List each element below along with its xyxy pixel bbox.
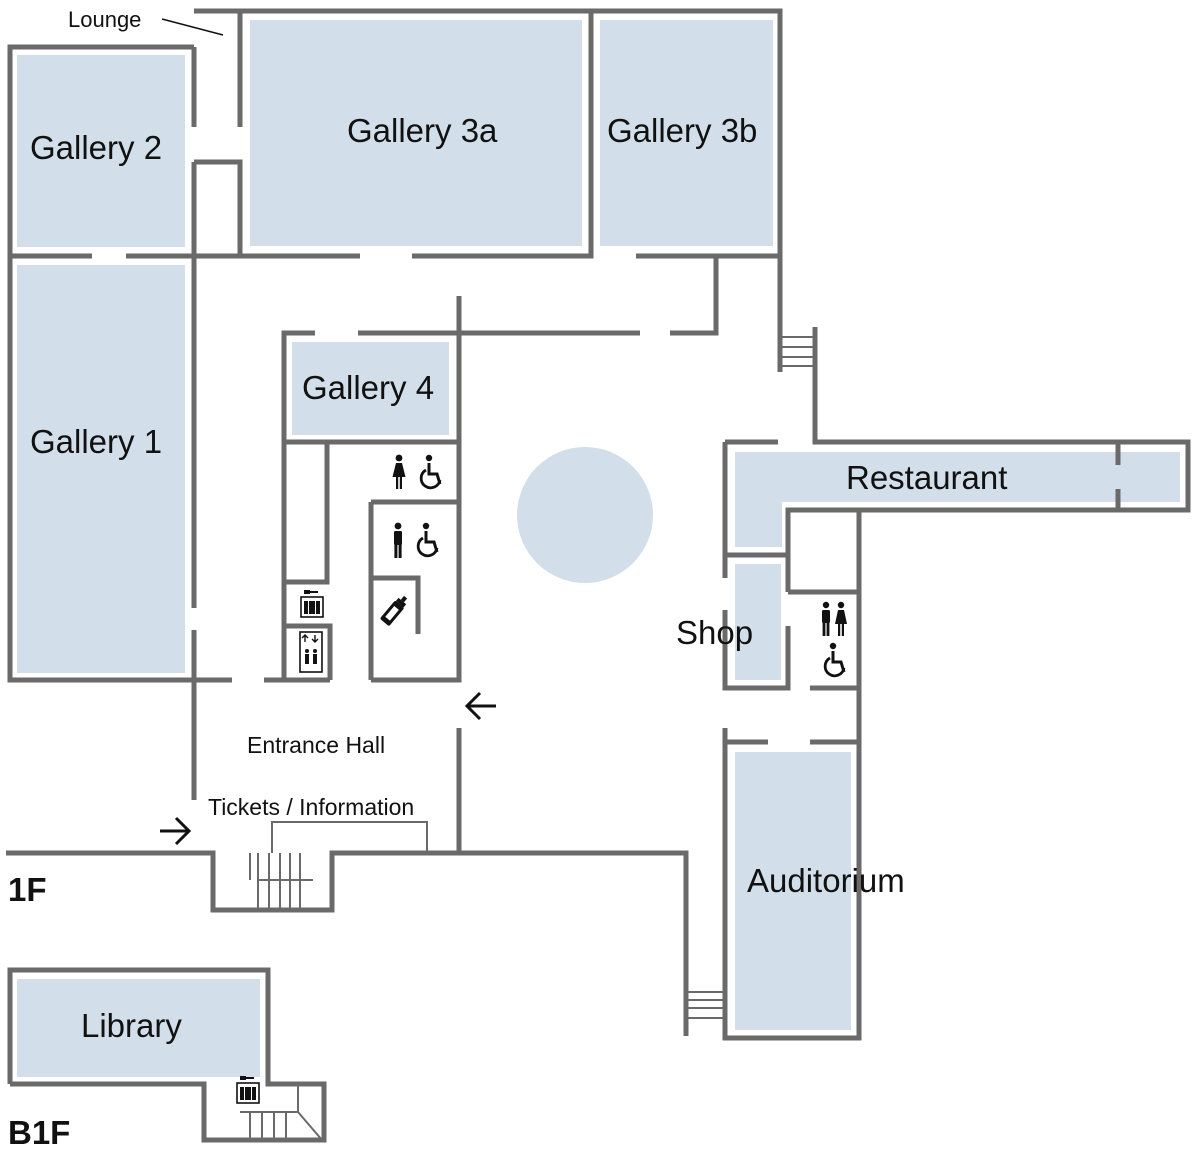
man-icon[interactable] — [394, 522, 402, 558]
wheelchair-icon[interactable] — [823, 642, 846, 678]
floor-label-1f: 1F — [8, 871, 47, 908]
courtyard-circle — [517, 447, 653, 583]
gallery-3a-area[interactable] — [250, 20, 582, 246]
stairs-entrance — [249, 853, 313, 910]
arrow-right-icon[interactable] — [160, 816, 192, 846]
icons — [160, 454, 847, 1104]
arrow-left-icon[interactable] — [464, 691, 496, 721]
gallery-3b-area[interactable] — [600, 20, 773, 246]
gallery-2-area[interactable] — [17, 55, 185, 247]
library-area[interactable] — [17, 979, 260, 1077]
locker-icon[interactable] — [300, 590, 324, 618]
baby-bottle-icon[interactable] — [380, 593, 410, 626]
stairs-b1f — [240, 1084, 323, 1141]
walls-1f — [6, 8, 1191, 1041]
stairs-lower — [686, 991, 725, 1019]
auditorium-area[interactable] — [735, 752, 851, 1030]
wheelchair-icon[interactable] — [416, 522, 439, 558]
room-label-gallery-3a[interactable]: Gallery 3a — [347, 112, 498, 149]
room-label-gallery-1[interactable]: Gallery 1 — [30, 423, 162, 460]
room-label-library[interactable]: Library — [81, 1007, 182, 1044]
walls-b1f — [7, 967, 327, 1143]
room-label-auditorium[interactable]: Auditorium — [747, 862, 905, 899]
elevator-icon[interactable] — [299, 631, 323, 673]
stairs-and-desk — [249, 336, 815, 1019]
wheelchair-icon[interactable] — [419, 454, 442, 490]
lounge-leader-line — [161, 18, 224, 36]
stairs-upper — [782, 336, 815, 367]
gallery-1-area[interactable] — [17, 265, 185, 673]
room-label-entrance-hall: Entrance Hall — [247, 732, 385, 758]
room-label-gallery-3b[interactable]: Gallery 3b — [607, 112, 757, 149]
restaurant-area[interactable] — [735, 452, 1180, 547]
restroom-icon[interactable] — [822, 601, 847, 636]
room-label-lounge: Lounge — [68, 7, 141, 32]
room-label-restaurant[interactable]: Restaurant — [846, 459, 1007, 496]
room-label-gallery-2[interactable]: Gallery 2 — [30, 129, 162, 166]
floor-label-b1f: B1F — [8, 1114, 70, 1151]
labels: Lounge Gallery 2 Gallery 3a Gallery 3b G… — [8, 7, 1007, 1151]
room-label-shop[interactable]: Shop — [676, 614, 753, 651]
room-fills — [17, 20, 1180, 1077]
room-label-tickets[interactable]: Tickets / Information — [208, 794, 414, 820]
woman-icon[interactable] — [392, 454, 406, 489]
room-label-gallery-4[interactable]: Gallery 4 — [302, 369, 434, 406]
ticket-desk — [271, 821, 428, 853]
shop-area[interactable] — [735, 564, 781, 680]
locker-icon[interactable] — [236, 1076, 260, 1104]
gallery-4-area[interactable] — [292, 342, 449, 435]
